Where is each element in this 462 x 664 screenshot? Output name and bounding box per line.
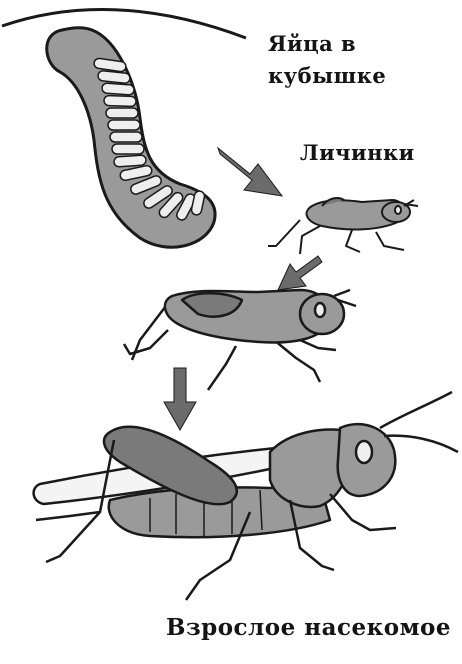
arrow-icon: [218, 148, 282, 196]
eggs-label-line-2: кубышке: [268, 60, 386, 92]
large-larva-icon: [124, 290, 356, 390]
ground-line: [2, 9, 246, 38]
arrow-icon: [164, 368, 196, 430]
larvae-label: Личинки: [300, 140, 415, 165]
small-larva-icon: [268, 198, 418, 254]
adult-grasshopper-icon: [34, 392, 458, 600]
adult-label: Взрослое насекомое: [166, 614, 451, 641]
eggs-label-line-1: Яйца в: [268, 28, 386, 60]
egg-pod-icon: [47, 28, 215, 248]
arrow-icon: [278, 256, 322, 290]
